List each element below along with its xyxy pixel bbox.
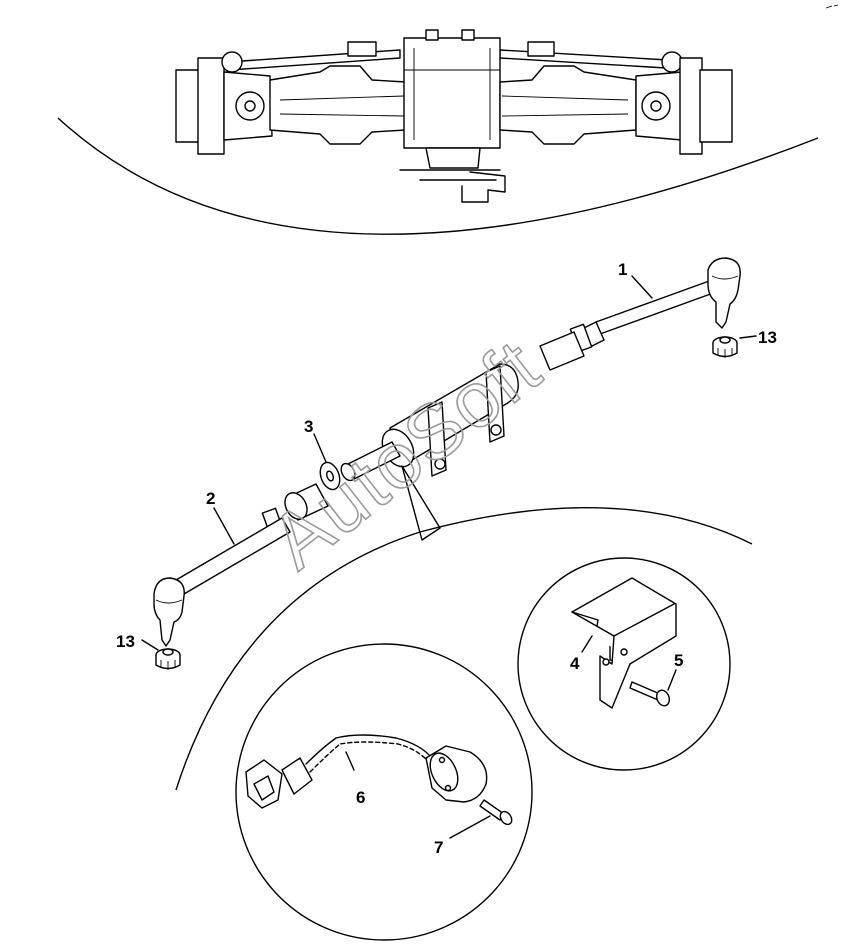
callout-5: 5 xyxy=(674,651,683,670)
callout-3: 3 xyxy=(304,417,313,436)
sensor-detail-circle xyxy=(235,643,533,941)
sensor-detail xyxy=(235,643,533,941)
bracket-bolt xyxy=(629,681,671,707)
sensor-screw xyxy=(479,799,513,826)
bracket-detail xyxy=(517,557,731,771)
callout-1: 1 xyxy=(618,260,627,279)
bracket-detail-circle xyxy=(517,557,731,771)
axle-overview xyxy=(57,29,819,235)
callout-13-right: 13 xyxy=(758,328,777,347)
ball-joint-left xyxy=(153,577,185,647)
callout-7: 7 xyxy=(434,838,443,857)
washer xyxy=(319,461,341,491)
corner-mark xyxy=(825,4,839,9)
tie-rod-right xyxy=(595,279,717,335)
callout-4: 4 xyxy=(570,654,580,673)
ball-joint-right xyxy=(707,257,741,329)
detail-pointer xyxy=(401,465,441,541)
watermark: AutoSoft xyxy=(254,322,557,585)
leader-lines xyxy=(141,275,757,839)
callout-2: 2 xyxy=(206,489,215,508)
castle-nut-left xyxy=(155,648,181,670)
castle-nut-right xyxy=(712,336,738,358)
overview-boundary-arc xyxy=(57,117,819,235)
tie-rod-assembly xyxy=(153,257,741,670)
detail-boundary-arc xyxy=(175,507,753,791)
steering-cylinder xyxy=(389,363,519,467)
callout-6: 6 xyxy=(356,788,365,807)
callout-13-left: 13 xyxy=(116,632,135,651)
